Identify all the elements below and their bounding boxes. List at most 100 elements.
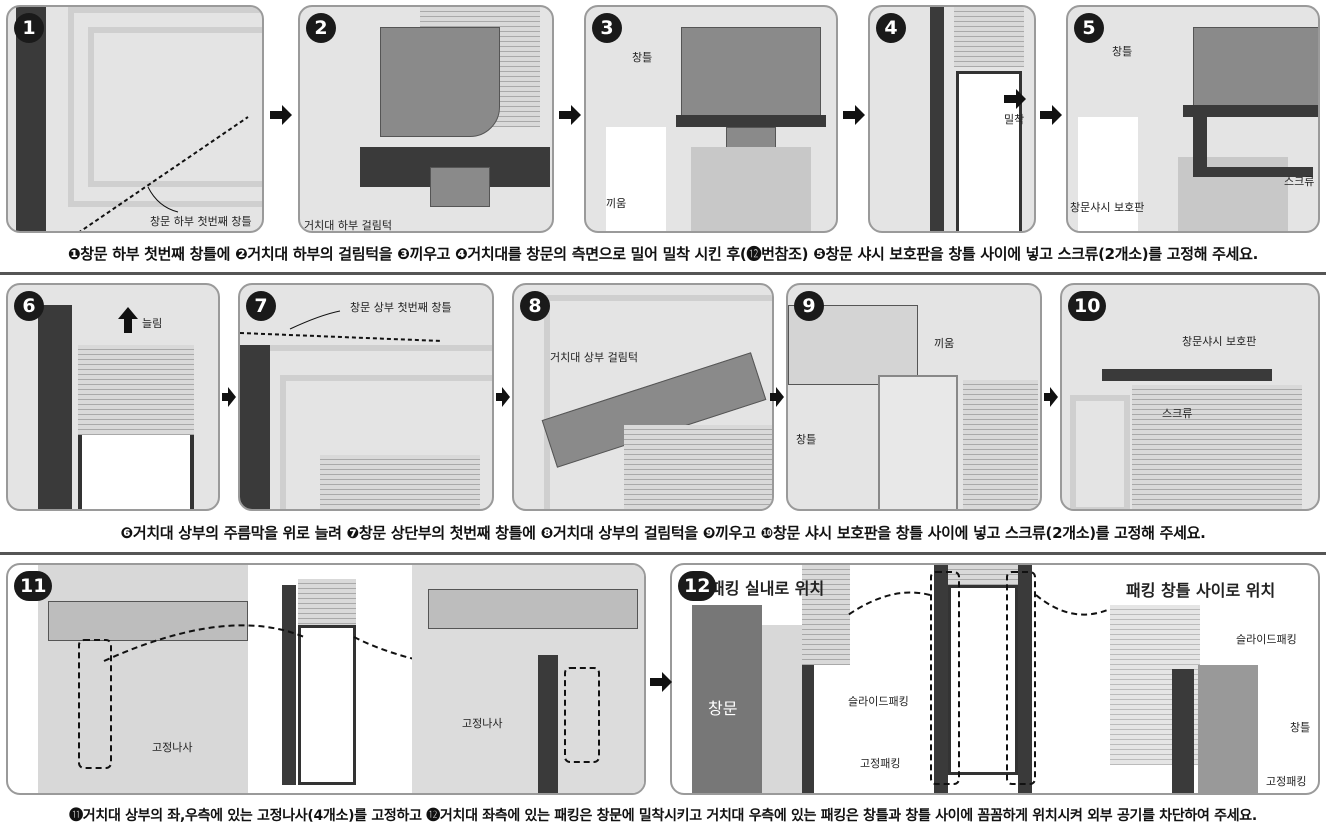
mount-frame-dark [282, 585, 296, 785]
step-number: 9 [794, 291, 824, 321]
right-arrow-icon [650, 672, 672, 692]
label-lower-hook: 거치대 하부 걸림턱 [304, 219, 392, 232]
right-arrow-icon [1004, 89, 1026, 109]
bracket-base [676, 115, 826, 127]
label-fit: 끼움 [606, 197, 627, 210]
right-arrow-icon [496, 387, 510, 407]
dashed-guide-line [240, 310, 443, 342]
step-number: 7 [246, 291, 276, 321]
window-frame-dark [240, 345, 270, 509]
pleated-blind [624, 425, 772, 509]
label-frame: 창틀 [632, 51, 653, 64]
step-5-panel: 5 창틀 스크류 창문샤시 보호판 [1066, 5, 1320, 233]
window-frame-dark [38, 305, 72, 509]
label-screw: 스크류 [1284, 175, 1315, 188]
mount-body [298, 625, 356, 785]
row-3-caption: ⓫거치대 상부의 좌,우측에 있는 고정나사(4개소)를 고정하고 ⓬거치대 좌… [69, 808, 1257, 824]
window-sash [606, 127, 666, 231]
right-arrow-icon [270, 105, 292, 125]
window-frame [1070, 395, 1130, 509]
pleated-blind [948, 565, 1018, 585]
right-arrow-icon [843, 105, 865, 125]
step-3-panel: 3 창틀 끼움 [584, 5, 838, 233]
pleated-blind [963, 380, 1038, 509]
window-frame-dark [16, 7, 46, 231]
dashed-connector [847, 591, 1111, 616]
bracket-base [1183, 105, 1318, 117]
right-arrow-icon [1044, 387, 1058, 407]
slide-packing-right [1172, 669, 1194, 793]
sash-protector [1102, 369, 1272, 381]
mount-bracket [380, 27, 500, 137]
step-7-panel: 7 창문 상부 첫번째 창틀 [238, 283, 494, 511]
label-first-frame: 창문 하부 첫번째 창틀 [150, 215, 252, 228]
window-frame-dark [538, 655, 558, 793]
label-attach: 밀착 [1004, 113, 1025, 126]
label-fit: 끼움 [934, 337, 955, 350]
packing-highlight-left [930, 571, 960, 785]
mount-frame-dark [934, 565, 948, 793]
step-2-panel: 2 거치대 하부 걸림턱 [298, 5, 554, 233]
screw-highlight-right [564, 667, 600, 763]
mount-bracket [681, 27, 821, 117]
step-number: 2 [306, 13, 336, 43]
pleated-blind [298, 579, 356, 625]
label-protector: 창문샤시 보호판 [1070, 201, 1145, 214]
label-screw-left: 고정나사 [152, 741, 193, 754]
label-fixed-packing-left: 고정패킹 [860, 757, 901, 770]
window-frame-inner [280, 375, 492, 509]
step-8-panel: 8 거치대 상부 걸림턱 [512, 283, 774, 511]
step-10-panel: 10 창문샤시 보호판 스크류 [1060, 283, 1320, 511]
label-frame-right: 창틀 [1290, 721, 1311, 734]
fixed-packing-left [762, 625, 802, 793]
row-1-caption: ❶창문 하부 첫번째 창틀에 ❷거치대 하부의 걸림턱을 ❸끼우고 ❹거치대를 … [67, 245, 1259, 263]
screw-block [430, 167, 490, 207]
label-frame: 창틀 [1112, 45, 1133, 58]
label-protector: 창문샤시 보호판 [1182, 335, 1257, 348]
label-extend: 늘림 [142, 317, 163, 330]
row-divider [0, 272, 1326, 275]
label-screw-right: 고정나사 [462, 717, 503, 730]
label-frame: 창틀 [796, 433, 817, 446]
window-edge [930, 7, 944, 231]
step-number: 3 [592, 13, 622, 43]
label-slide-packing-left: 슬라이드패킹 [848, 695, 909, 708]
step-number: 8 [520, 291, 550, 321]
screw-highlight-left [78, 639, 112, 769]
pleated-blind [78, 345, 194, 435]
label-top-frame: 창문 상부 첫번째 창틀 [350, 301, 452, 314]
title-frame-packing: 패킹 창틀 사이로 위치 [1126, 581, 1276, 600]
label-screw: 스크류 [1162, 407, 1193, 420]
step-9-panel: 9 끼움 창틀 [786, 283, 1042, 511]
window-frame-inner [88, 27, 262, 187]
window-frame-right [1198, 665, 1258, 793]
mount-body [691, 147, 811, 231]
step-number: 6 [14, 291, 44, 321]
step-number: 4 [876, 13, 906, 43]
upper-bracket-right [428, 589, 638, 629]
label-window: 창문 [708, 699, 738, 718]
step-6-panel: 6 늘림 [6, 283, 220, 511]
right-arrow-icon [1040, 105, 1062, 125]
pleated-blind [954, 7, 1024, 67]
label-upper-hook: 거치대 상부 걸림턱 [550, 351, 638, 364]
step-number: 5 [1074, 13, 1104, 43]
row-2-caption: ❻거치대 상부의 주름막을 위로 늘려 ❼창문 상단부의 첫번째 창틀에 ❽거치… [120, 524, 1206, 542]
step-4-panel: 4 밀착 [868, 5, 1036, 233]
mount-bracket [1193, 27, 1318, 107]
window-sash [1078, 117, 1138, 231]
mount-frame-dark [1018, 565, 1032, 793]
upper-bracket-left [48, 601, 248, 641]
step-12-panel: 12 패킹 실내로 위치 패킹 창틀 사이로 위치 창문 슬라이드패킹 고정패킹… [670, 563, 1320, 795]
title-indoor-packing: 패킹 실내로 위치 [710, 579, 825, 598]
right-arrow-icon [770, 387, 784, 407]
right-arrow-icon [222, 387, 236, 407]
sash-protector [1193, 117, 1207, 177]
pleated-blind [802, 565, 850, 665]
step-11-panel: 11 고정나사 고정나사 [6, 563, 646, 795]
label-fixed-packing-right: 고정패킹 [1266, 775, 1307, 788]
window-block [692, 605, 762, 793]
pleated-blind [1132, 385, 1302, 509]
step-number: 12 [678, 571, 717, 601]
step-number: 10 [1068, 291, 1107, 321]
